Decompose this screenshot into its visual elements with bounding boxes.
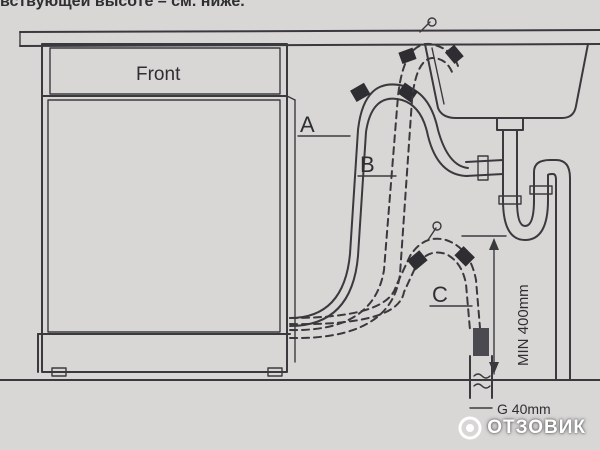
hose-c-clamp-2 bbox=[454, 246, 475, 267]
hose-c-label: C bbox=[432, 282, 448, 307]
sink-siphon bbox=[465, 117, 571, 381]
hose-a-label: A bbox=[300, 112, 315, 137]
hose-b-label: B bbox=[360, 152, 375, 177]
otzovik-logo-icon bbox=[458, 416, 482, 440]
min-height-label: MIN 400mm bbox=[515, 284, 532, 366]
hose-b bbox=[289, 17, 464, 340]
watermark-text: ОТЗОВИК bbox=[487, 417, 586, 438]
otzovik-watermark: ОТЗОВИК bbox=[458, 416, 586, 440]
drain-fitting bbox=[473, 328, 489, 356]
dishwasher bbox=[37, 43, 296, 377]
min-height-dimension bbox=[461, 235, 507, 375]
hose-b-clamp bbox=[398, 47, 417, 65]
hose-c bbox=[289, 221, 493, 399]
front-label: Front bbox=[136, 64, 181, 85]
hose-a-clamp bbox=[350, 82, 371, 103]
drain-diameter-label: G 40mm bbox=[497, 401, 551, 417]
countertop bbox=[19, 29, 600, 47]
hose-c-clamp bbox=[407, 250, 428, 271]
header-text: вствующей высоте – см. ниже. bbox=[0, 0, 245, 10]
hose-b-clamp-2 bbox=[444, 44, 464, 64]
